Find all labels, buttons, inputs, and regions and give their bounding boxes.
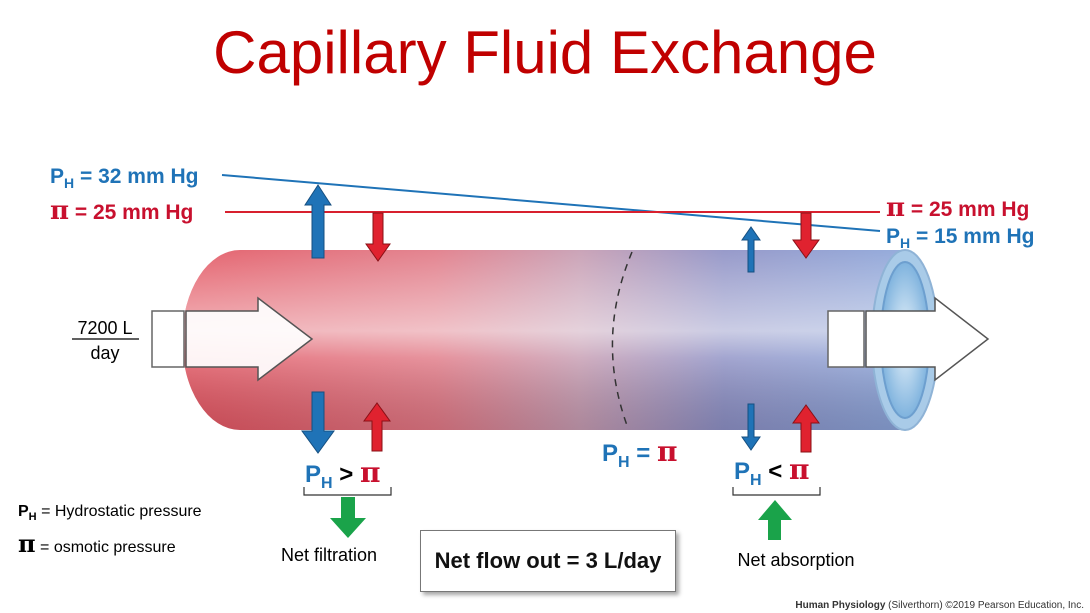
inflow-denominator: day [90,343,119,363]
absorption-blue-up-arrow [741,226,761,273]
net-flow-text: Net flow out = 3 L/day [434,548,662,573]
footer-book: Human Physiology [795,600,886,611]
hydrostatic-pressure-line [221,174,881,232]
absorption-bracket [732,487,821,496]
legend: PH = Hydrostatic pressure π = osmotic pr… [18,503,202,558]
net-filtration-arrow [330,497,366,538]
left-osmotic-label: π = 25 mm Hg [50,196,193,226]
footer-rest: (Silverthorn) ©2019 Pearson Education, I… [885,600,1084,611]
equilibrium-relation: PH = π [602,435,677,471]
legend-osmotic: π = osmotic pressure [18,529,176,558]
net-filtration-label: Net filtration [281,545,377,565]
osmotic-up-arrow-left [363,402,391,452]
equilibrium-dashed-line [611,251,633,429]
inflow-rate: 7200 L day [72,318,139,363]
right-osmotic-label: π = 25 mm Hg [886,193,1029,223]
capillary-tube [182,249,939,431]
absorption-relation: PH < π [734,453,809,489]
filtration-relation: PH > π [305,456,380,492]
osmotic-down-arrow-right [792,212,820,259]
footer-credit: Human Physiology (Silverthorn) ©2019 Pea… [795,600,1084,611]
filtration-up-arrow [304,184,332,259]
legend-hydrostatic: PH = Hydrostatic pressure [18,503,202,523]
outflow-arrow [827,296,990,382]
page-title: Capillary Fluid Exchange [213,19,877,86]
absorption-blue-down-arrow [741,403,761,451]
filtration-down-arrow [301,391,335,454]
filtration-bracket [303,487,392,496]
left-hydrostatic-label: PH = 32 mm Hg [50,165,198,191]
right-hydrostatic-label: PH = 15 mm Hg [886,225,1034,251]
net-flow-box: Net flow out = 3 L/day [420,530,676,592]
osmotic-up-arrow-right [792,404,820,453]
net-absorption-arrow [758,500,792,540]
inflow-arrow [151,296,314,382]
inflow-numerator: 7200 L [77,318,132,338]
osmotic-down-arrow-left [365,212,391,262]
net-absorption-label: Net absorption [737,550,854,570]
